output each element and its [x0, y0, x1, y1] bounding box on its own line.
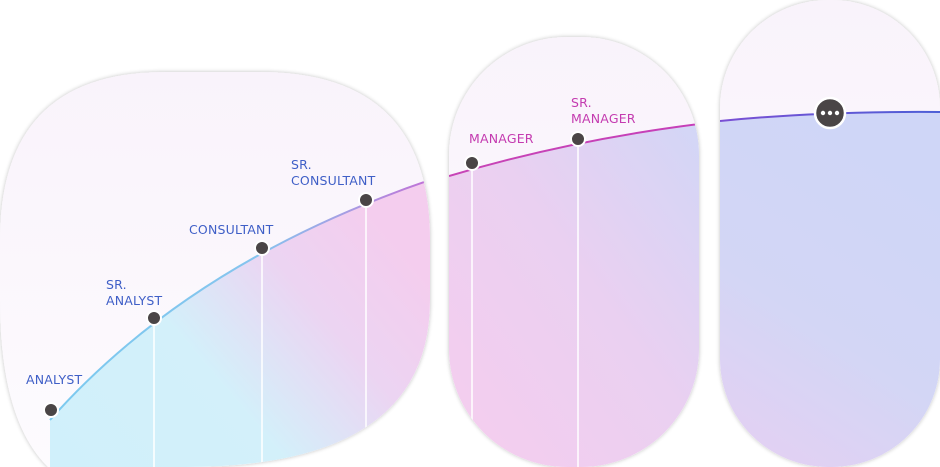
label-manager: MANAGER	[469, 131, 534, 146]
bubble-management	[449, 37, 699, 467]
more-dot-2	[827, 110, 833, 116]
curve-line-management	[449, 123, 699, 177]
label-sr-consultant: SR. CONSULTANT	[291, 157, 376, 188]
more-dot-3	[834, 110, 840, 116]
dot-analyst	[43, 402, 59, 418]
label-sr-analyst: SR. ANALYST	[106, 277, 163, 308]
stage-labels: ANALYST SR. ANALYST CONSULTANT SR. CONSU…	[26, 95, 636, 387]
bubble-early-career	[0, 72, 430, 467]
dot-consultant	[254, 240, 270, 256]
curve-fill-early	[50, 180, 430, 467]
bubble-future	[720, 0, 940, 467]
label-analyst: ANALYST	[26, 372, 83, 387]
curve-fill-management	[449, 124, 699, 467]
dot-sr-manager	[570, 131, 586, 147]
label-consultant: CONSULTANT	[189, 222, 274, 237]
more-marker[interactable]	[813, 96, 847, 130]
curve-fill-future	[720, 111, 940, 467]
more-dot-1	[820, 110, 826, 116]
milestone-dots	[43, 131, 586, 418]
dot-manager	[464, 155, 480, 171]
dot-sr-analyst	[146, 310, 162, 326]
label-sr-manager: SR. MANAGER	[571, 95, 636, 126]
dot-sr-consultant	[358, 192, 374, 208]
